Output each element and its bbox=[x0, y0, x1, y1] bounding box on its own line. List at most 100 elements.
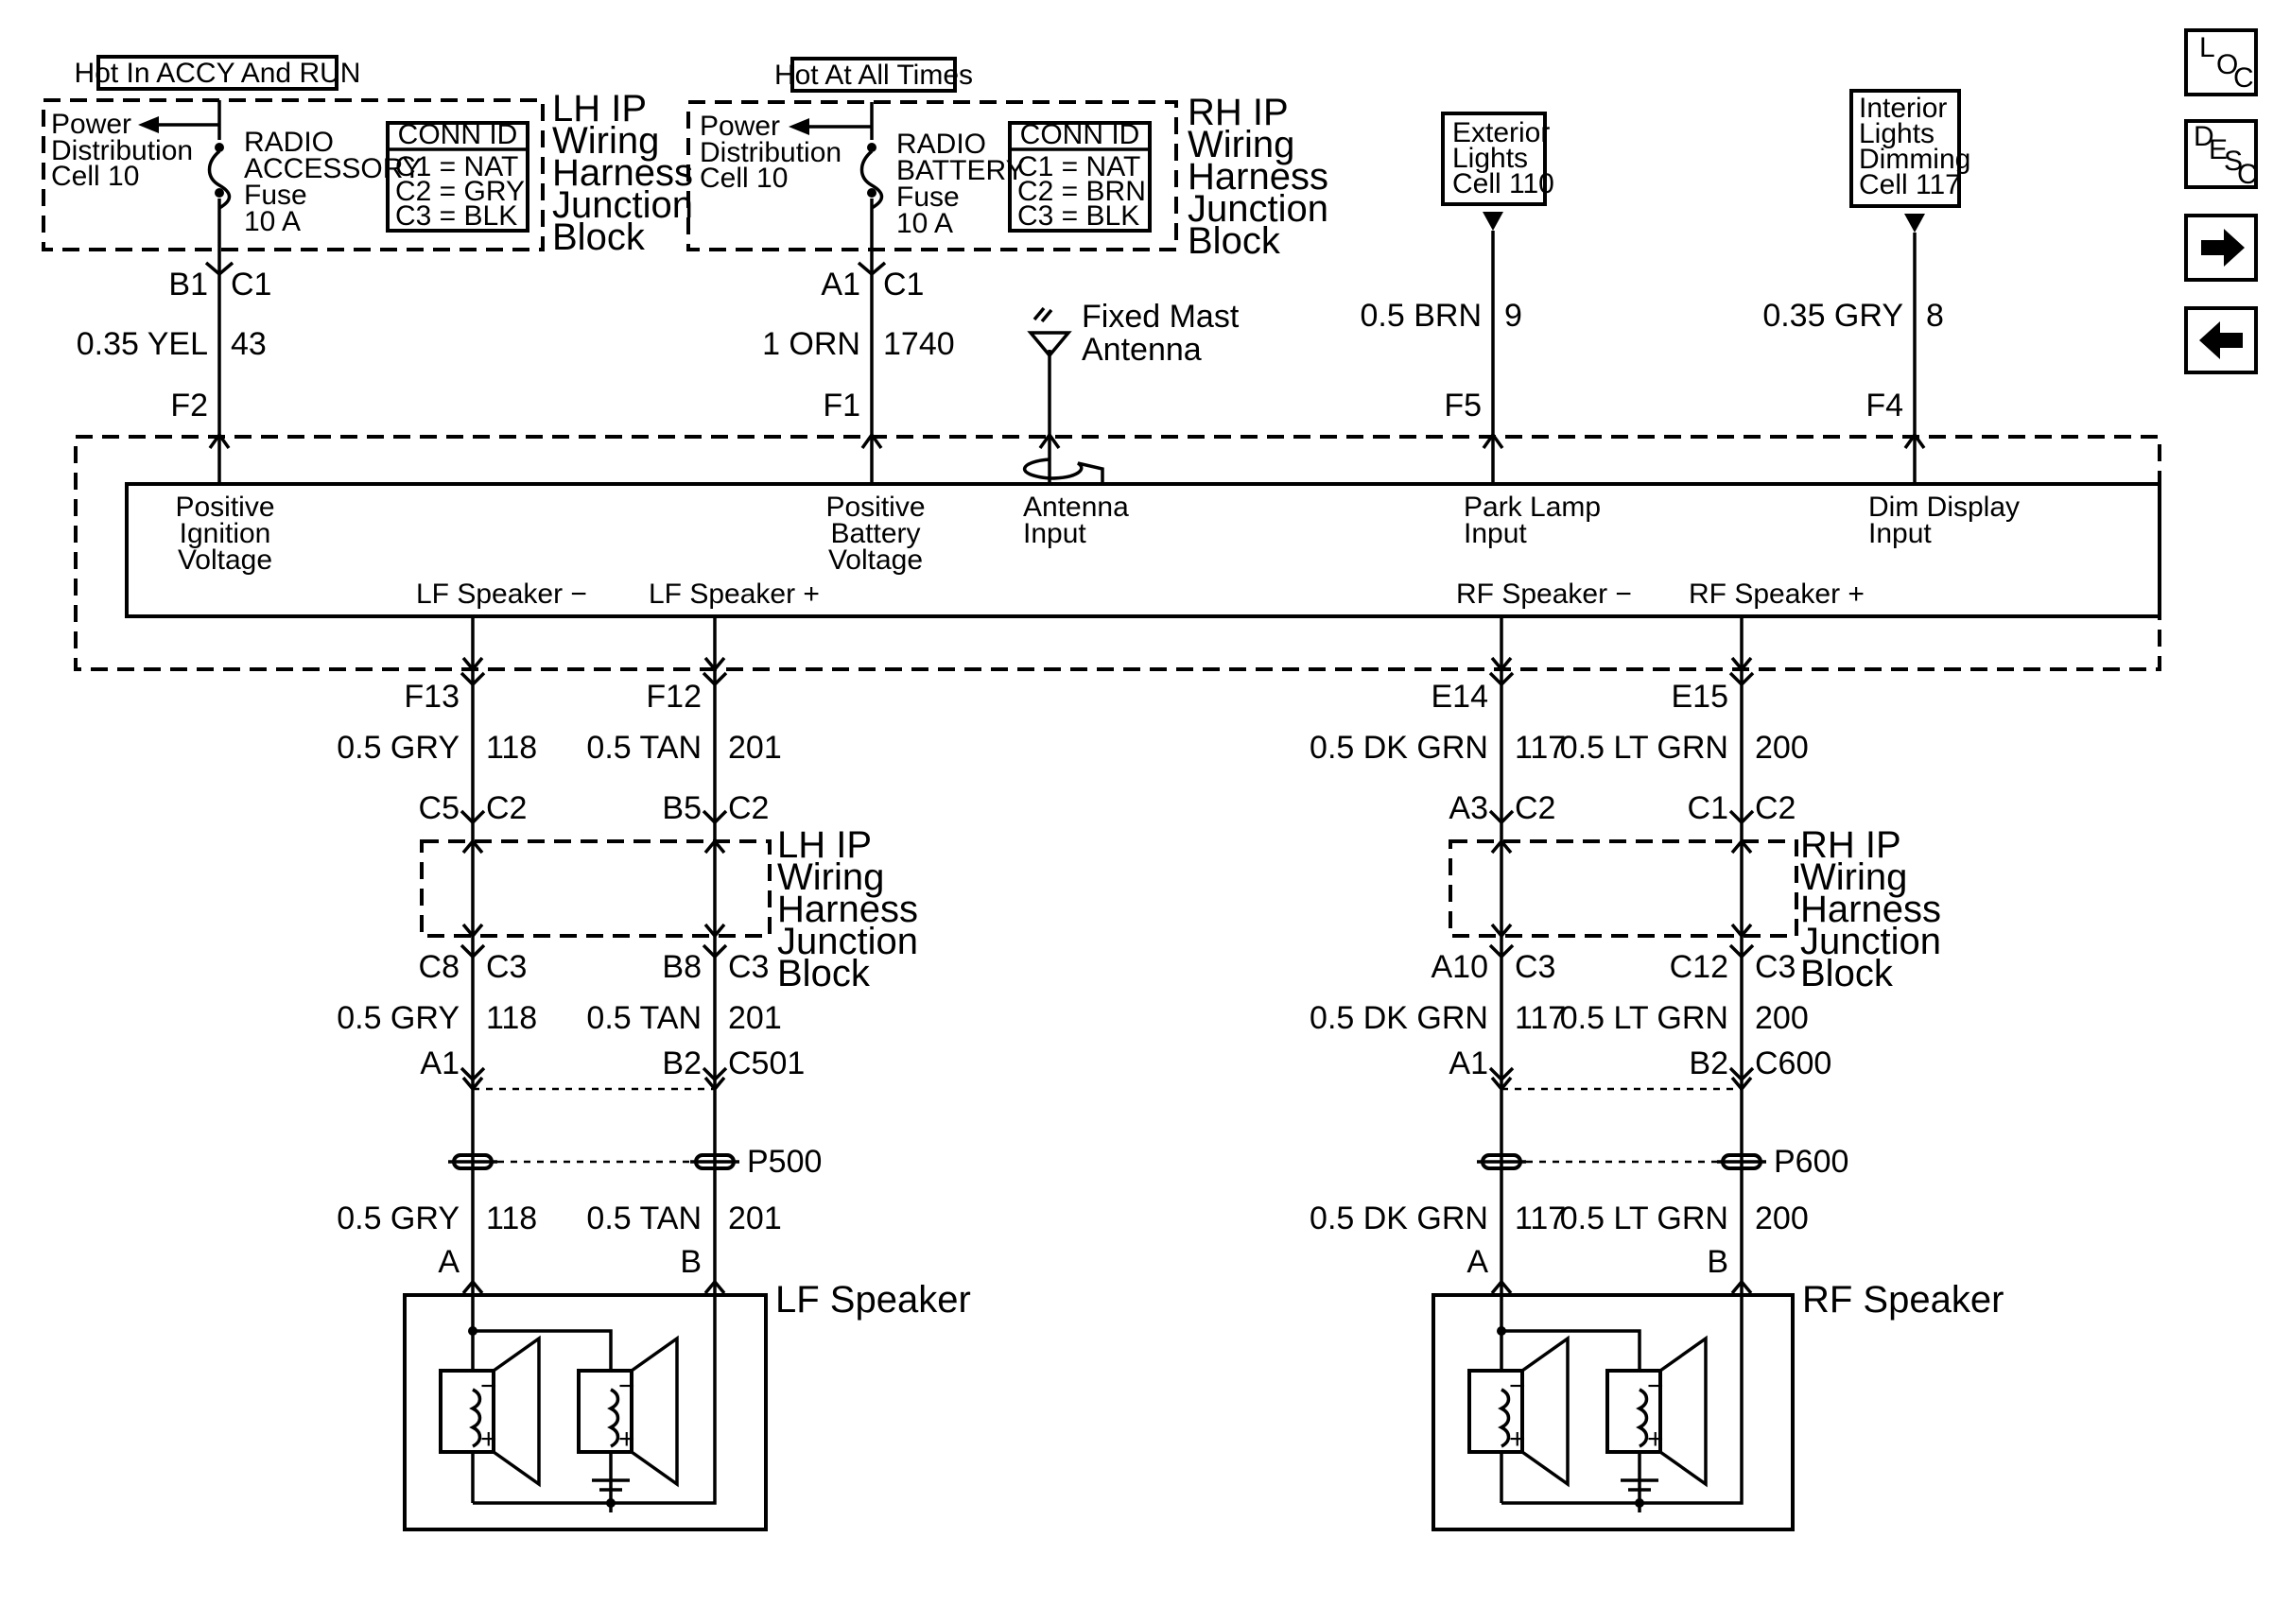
output-lf-plus: LF Speaker + bbox=[649, 579, 820, 610]
connector-icon bbox=[204, 261, 234, 277]
forward-button[interactable] bbox=[2184, 214, 2258, 282]
lower-wire-circuit: 201 bbox=[728, 1000, 782, 1036]
jb-out-pin: B8 bbox=[662, 949, 702, 985]
lower-wire-circuit: 201 bbox=[728, 730, 782, 766]
inline-connector-label: C501 bbox=[728, 1045, 805, 1081]
lh-supply-title-box bbox=[96, 55, 338, 91]
lh-fuse-line1: RADIO bbox=[244, 127, 334, 158]
lh-block-line2: Wiring bbox=[552, 120, 659, 162]
lower-wire-color: 0.5 DK GRN bbox=[1310, 730, 1488, 766]
speaker-cone-icon bbox=[1520, 1335, 1570, 1488]
lh-pdc-line3: Cell 10 bbox=[51, 161, 139, 192]
voice-coil-icon bbox=[607, 1388, 620, 1448]
input-ignition-line3: Voltage bbox=[178, 544, 272, 576]
lower-wire-circuit: 200 bbox=[1755, 1000, 1809, 1036]
ref-arrow-icon bbox=[1904, 214, 1925, 233]
rh-fuse-line4: 10 A bbox=[896, 208, 953, 239]
jb-out-conn: C3 bbox=[486, 949, 527, 985]
wire2-circuit: 1740 bbox=[883, 326, 955, 362]
pass-through-label: P500 bbox=[747, 1144, 822, 1180]
wire1-conn-top: C1 bbox=[231, 267, 271, 302]
voice-coil-icon bbox=[1636, 1388, 1649, 1448]
interior-ref-line4: Cell 117 bbox=[1859, 169, 1961, 200]
lower-wire-circuit: 200 bbox=[1755, 1201, 1809, 1236]
connector-icon bbox=[1488, 943, 1515, 959]
output-rf-minus: RF Speaker − bbox=[1456, 579, 1632, 610]
lower-block-label: Harness bbox=[777, 889, 918, 930]
rh-fuse-line2: BATTERY bbox=[896, 155, 1025, 186]
loc-button[interactable]: L O C bbox=[2184, 28, 2258, 96]
output-rf-plus: RF Speaker + bbox=[1689, 579, 1865, 610]
lh-conn-id-title: CONN ID bbox=[398, 119, 518, 150]
loc-letter-l: L bbox=[2199, 32, 2215, 63]
lh-pdc-line1: Power bbox=[51, 109, 131, 140]
jb-in-conn: C2 bbox=[486, 790, 527, 826]
wire2-color: 1 ORN bbox=[762, 326, 860, 362]
arrow-left-icon bbox=[2199, 321, 2243, 359]
input-battery-line1: Positive bbox=[825, 492, 925, 523]
back-button[interactable] bbox=[2184, 306, 2258, 374]
lower-radio-pin: F12 bbox=[646, 679, 702, 715]
lower-block-label: Wiring bbox=[777, 856, 884, 898]
wire2-conn-top: C1 bbox=[883, 267, 924, 302]
lh-conn-c3: C3 = BLK bbox=[395, 200, 517, 232]
lh-fuse-line4: 10 A bbox=[244, 206, 301, 237]
polarity-minus: − bbox=[618, 1371, 635, 1402]
lh-supply-block: Hot In ACCY And RUN Power Distribution C… bbox=[42, 55, 693, 258]
lower-block-label: LH IP bbox=[777, 824, 872, 866]
ground-icon bbox=[1621, 1478, 1658, 1492]
voice-coil-icon bbox=[1498, 1388, 1511, 1448]
pass-through-label: P600 bbox=[1774, 1144, 1848, 1180]
lh-fuse-line3: Fuse bbox=[244, 180, 307, 211]
loc-letter-c: C bbox=[2233, 62, 2254, 94]
wire-segment bbox=[473, 1295, 717, 1505]
jb-out-conn: C3 bbox=[728, 949, 769, 985]
arrow-up-icon bbox=[1490, 1279, 1513, 1295]
polarity-minus: − bbox=[1509, 1371, 1526, 1402]
output-lf-minus: LF Speaker − bbox=[416, 579, 587, 610]
lower-wire-color: 0.5 TAN bbox=[586, 1000, 702, 1036]
input-battery-line3: Voltage bbox=[828, 544, 923, 576]
desc-button[interactable]: D E S C bbox=[2184, 119, 2258, 190]
jb-out-pin: C8 bbox=[419, 949, 460, 985]
rh-block-line5: Block bbox=[1188, 220, 1281, 262]
speaker-label: RF Speaker bbox=[1802, 1279, 2004, 1321]
speaker-pin: B bbox=[680, 1244, 702, 1280]
jb-in-pin: C1 bbox=[1688, 790, 1728, 826]
exterior-lights-ref[interactable]: Exterior Lights Cell 110 bbox=[1441, 112, 1554, 206]
polarity-plus: + bbox=[480, 1424, 497, 1455]
lh-fuse-line2: ACCESSORY bbox=[244, 153, 422, 184]
rh-pdc-line3: Cell 10 bbox=[700, 163, 788, 194]
junction-block-outline bbox=[1449, 839, 1798, 938]
connector-icon bbox=[1728, 1066, 1755, 1082]
lower-radio-pin: E15 bbox=[1672, 679, 1729, 715]
arrow-down-icon bbox=[703, 923, 726, 939]
wire-segment bbox=[473, 1329, 613, 1371]
arrow-up-icon bbox=[703, 1279, 726, 1295]
rh-conn-c1: C1 = NAT bbox=[1017, 151, 1140, 182]
wire1-circuit: 43 bbox=[231, 326, 267, 362]
coax-shield-icon bbox=[1023, 458, 1104, 484]
wire3-radio-pin: F5 bbox=[1444, 388, 1482, 423]
exterior-ref-line2: Lights bbox=[1452, 143, 1528, 174]
rh-block-line1: RH IP bbox=[1188, 92, 1289, 133]
lh-conn-c2: C2 = GRY bbox=[395, 176, 525, 207]
polarity-plus: + bbox=[618, 1424, 635, 1455]
connector-icon bbox=[1488, 809, 1515, 825]
lower-wire-circuit: 200 bbox=[1755, 730, 1809, 766]
inline-pin: A1 bbox=[1449, 1045, 1488, 1081]
input-dim-line2: Input bbox=[1868, 518, 1932, 549]
lower-wire-color: 0.5 GRY bbox=[337, 730, 460, 766]
input-ignition-line1: Positive bbox=[175, 492, 274, 523]
lower-block-label: RH IP bbox=[1800, 824, 1901, 866]
interior-lights-ref[interactable]: Interior Lights Dimming Cell 117 bbox=[1849, 89, 1970, 208]
rh-conn-id-table bbox=[1008, 121, 1152, 233]
arrow-down-icon bbox=[461, 923, 484, 939]
desc-letter-s: S bbox=[2224, 146, 2243, 177]
rh-fuse-line1: RADIO bbox=[896, 129, 986, 160]
lh-conn-c1: C1 = NAT bbox=[395, 151, 518, 182]
lower-wire-color: 0.5 GRY bbox=[337, 1201, 460, 1236]
lower-wire-color: 0.5 LT GRN bbox=[1560, 1000, 1728, 1036]
wire1-color: 0.35 YEL bbox=[77, 326, 208, 362]
